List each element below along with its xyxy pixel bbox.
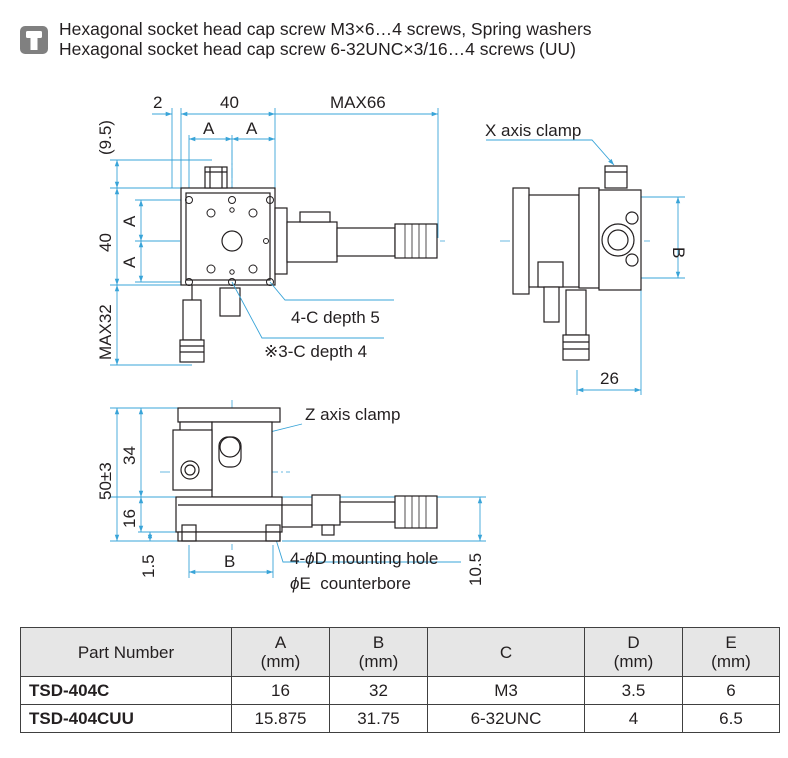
mounting-phi: ϕ [305,549,314,568]
front-view-labels: Z axis clamp 50±3 34 16 1.5 B 10.5 4-ϕD … [96,405,485,593]
dim-a-left: A [203,119,215,138]
dim-40-horizontal: 40 [220,93,239,112]
counterbore-rest: E counterbore [299,574,411,593]
cell-a: 15.875 [231,704,330,733]
dim-2: 2 [153,93,162,112]
header-c: C [427,627,585,677]
dim-16: 16 [120,509,139,528]
mounting-prefix: 4- [290,549,305,568]
dim-50: 50±3 [96,462,115,500]
dim-9-5: (9.5) [96,120,115,155]
cell-e: 6.5 [682,704,780,733]
side-view [486,139,685,395]
cell-part-number: TSD-404CUU [20,704,232,733]
dim-a-lower: A [120,256,139,268]
header-e: E(mm) [682,627,780,677]
cell-part-number: TSD-404C [20,676,232,705]
dim-a-right: A [246,119,258,138]
cell-e: 6 [682,676,780,705]
note-line-2: Hexagonal socket head cap screw 6-32UNC×… [59,39,576,59]
table-header-row: Part Number A(mm) B(mm) C D(mm) E(mm) [20,627,780,677]
z-axis-clamp-label: Z axis clamp [305,405,400,424]
side-view-labels: X axis clamp B 26 [485,121,688,388]
dim-40-vertical: 40 [96,233,115,252]
cell-d: 4 [584,704,683,733]
callout-4c-depth: 4-C depth 5 [291,308,380,327]
dim-b-front: B [224,552,235,571]
screw-icon [20,26,48,54]
dim-max32: MAX32 [96,304,115,360]
header-part-number: Part Number [20,627,232,677]
header-b: B(mm) [329,627,428,677]
top-view-dimension-labels: 2 40 MAX66 A A (9.5) A A 40 MAX32 4-C de… [96,93,386,361]
cell-a: 16 [231,676,330,705]
dim-1-5: 1.5 [139,554,158,578]
note-line-1: Hexagonal socket head cap screw M3×6…4 s… [59,19,592,39]
cell-c: M3 [427,676,585,705]
header-a: A(mm) [231,627,330,677]
cell-b: 31.75 [329,704,428,733]
callout-mounting-hole: 4-ϕD mounting hole [290,549,438,568]
technical-drawing: 2 40 MAX66 A A (9.5) A A 40 MAX32 4-C de… [96,93,688,593]
table-row: TSD-404C 16 32 M3 3.5 6 [20,676,780,705]
cell-b: 32 [329,676,428,705]
header-d: D(mm) [584,627,683,677]
callout-3c-depth: ※3-C depth 4 [264,342,367,361]
front-view [110,400,486,578]
dim-34: 34 [120,446,139,465]
cell-d: 3.5 [584,676,683,705]
table-row: TSD-404CUU 15.875 31.75 6-32UNC 4 6.5 [20,704,780,733]
dim-a-upper: A [120,215,139,227]
dim-b-side: B [669,247,688,258]
top-view [110,108,445,366]
dim-26: 26 [600,369,619,388]
dim-max66: MAX66 [330,93,386,112]
dim-10-5: 10.5 [466,553,485,586]
counterbore-phi: ϕ [290,574,299,593]
x-axis-clamp-label: X axis clamp [485,121,581,140]
cell-c: 6-32UNC [427,704,585,733]
spec-table: Part Number A(mm) B(mm) C D(mm) E(mm) TS… [20,627,780,733]
callout-counterbore: ϕE counterbore [290,574,411,593]
mounting-rest: D mounting hole [315,549,439,568]
